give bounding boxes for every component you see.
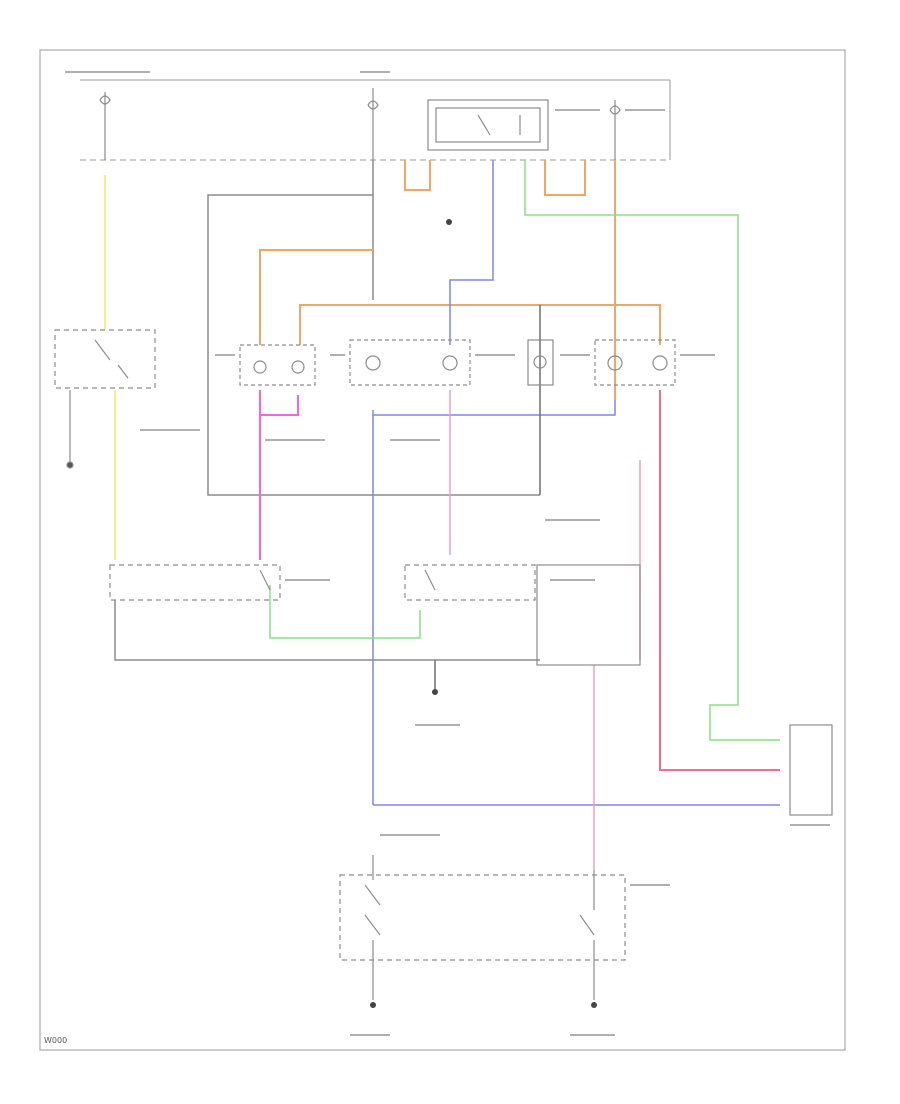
fuse-box-boundary — [80, 79, 671, 161]
wire-pink — [449, 390, 641, 870]
fuse-center — [367, 88, 379, 160]
wire-magenta — [259, 390, 299, 560]
bottom-switch-box — [339, 855, 626, 1000]
wire-orange — [259, 160, 661, 400]
lamp-module-left — [239, 344, 316, 386]
switch-row — [109, 564, 641, 666]
fuse-right — [609, 100, 621, 160]
diagram-frame — [39, 49, 846, 1051]
lamp-module-right — [594, 339, 676, 386]
wire-yellow — [104, 175, 116, 560]
wire-blue — [372, 160, 780, 806]
wire-dark — [434, 305, 541, 690]
ground-symbols — [370, 219, 597, 1008]
relay-component — [427, 99, 549, 151]
instrument-cluster — [789, 724, 833, 816]
page-reference: W000 — [44, 1036, 67, 1045]
wire-green — [269, 160, 780, 741]
wire-gray-loop — [114, 160, 540, 661]
label-marks — [65, 71, 830, 1036]
headlamp-switch — [54, 329, 156, 469]
fuse-left — [99, 92, 111, 160]
lamp-module-center — [349, 339, 471, 386]
wire-red-pink — [659, 390, 780, 771]
lamp-module-small — [527, 339, 554, 386]
